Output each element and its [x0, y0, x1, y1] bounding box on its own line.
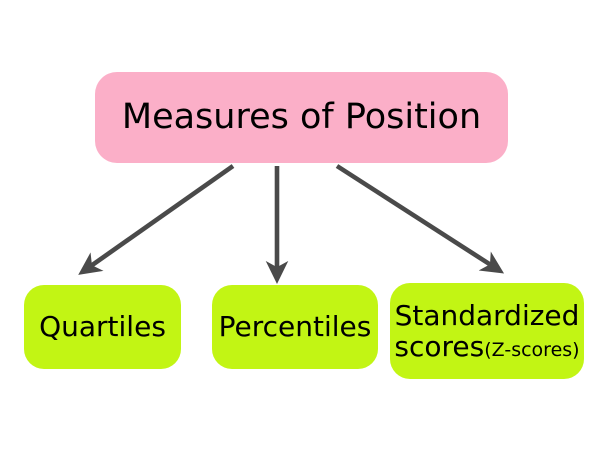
node-percentiles[interactable]: Percentiles — [212, 285, 378, 369]
node-standardized-label-line-2: scores(Z-scores) — [394, 329, 580, 363]
node-root-label: Measures of Position — [121, 97, 482, 138]
node-quartiles[interactable]: Quartiles — [24, 285, 181, 369]
node-percentiles-label: Percentiles — [218, 310, 372, 344]
node-quartiles-label: Quartiles — [39, 310, 166, 344]
node-standardized-scores[interactable]: Standardized scores(Z-scores) — [390, 283, 584, 379]
arrow-root-to-standardized — [335, 164, 505, 274]
node-measures-of-position[interactable]: Measures of Position — [95, 72, 508, 163]
arrow-root-to-quartiles — [78, 164, 235, 275]
node-standardized-label-line-1: Standardized — [394, 299, 580, 333]
node-standardized-label-scores: scores — [394, 329, 485, 363]
node-standardized-label-zscores: (Z-scores) — [484, 338, 580, 361]
